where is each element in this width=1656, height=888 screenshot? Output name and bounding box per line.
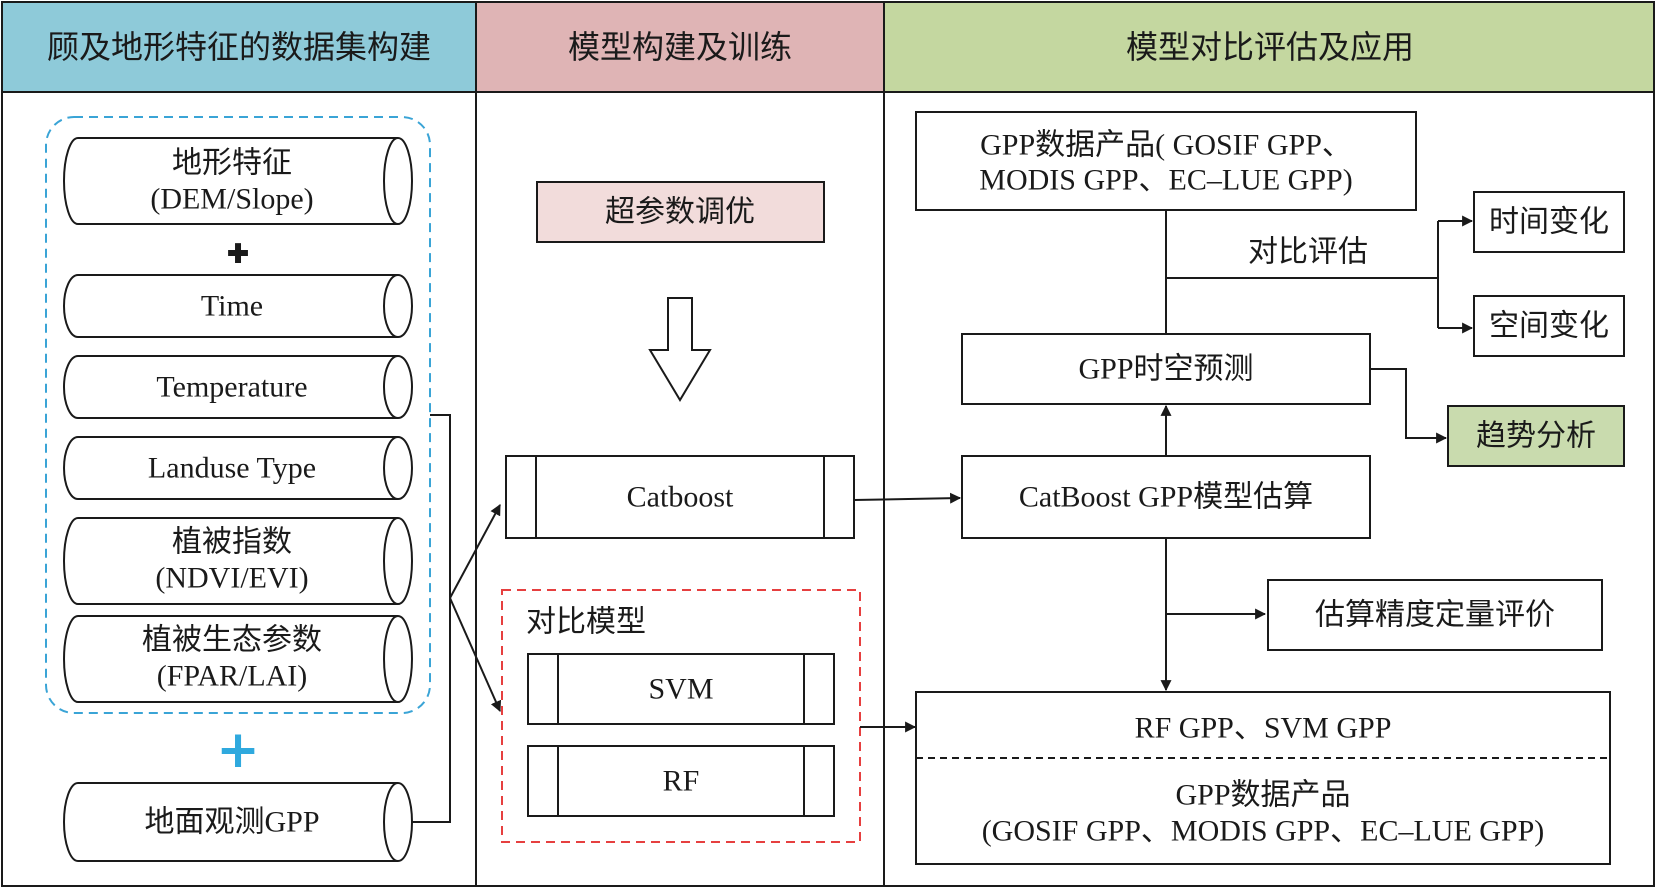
svg-text:地形特征: 地形特征 xyxy=(172,147,292,180)
svg-text:SVM: SVM xyxy=(648,673,713,706)
plus-icon: ✚ xyxy=(227,240,249,269)
hyperparam-tuning-box: 超参数调优 xyxy=(536,181,825,243)
cylinder-vegetation-index: 植被指数 (NDVI/EVI) xyxy=(63,517,413,605)
svg-text:GPP数据产品: GPP数据产品 xyxy=(1175,779,1350,812)
accuracy-eval-box: 估算精度定量评价 xyxy=(1267,579,1603,651)
gpp-prediction-box: GPP时空预测 xyxy=(961,333,1371,405)
svg-text:Temperature: Temperature xyxy=(156,371,307,404)
time-change-box: 时间变化 xyxy=(1473,191,1625,253)
svg-text:CatBoost GPP模型估算: CatBoost GPP模型估算 xyxy=(1019,481,1313,514)
svg-text:(NDVI/EVI): (NDVI/EVI) xyxy=(155,562,308,595)
cylinder-landuse: Landuse Type xyxy=(63,436,413,500)
cylinder-ground-gpp: 地面观测GPP xyxy=(63,782,413,862)
svg-text:(FPAR/LAI): (FPAR/LAI) xyxy=(157,660,308,693)
catboost-model-box: Catboost xyxy=(505,455,855,539)
down-arrow-icon xyxy=(648,297,712,402)
cylinder-eco-params: 植被生态参数 (FPAR/LAI) xyxy=(63,615,413,703)
column-header-model-training: 模型构建及训练 xyxy=(475,1,885,93)
svg-text:GPP时空预测: GPP时空预测 xyxy=(1078,353,1253,386)
cylinder-terrain: 地形特征 (DEM/Slope) xyxy=(63,137,413,225)
space-change-box: 空间变化 xyxy=(1473,295,1625,357)
trend-analysis-box: 趋势分析 xyxy=(1447,405,1625,467)
svg-text:Landuse Type: Landuse Type xyxy=(148,452,316,485)
trend-connector xyxy=(1370,368,1448,444)
comparison-models-title: 对比模型 xyxy=(526,606,646,639)
rf-model-box: RF xyxy=(527,745,835,817)
svg-text:RF GPP、SVM GPP: RF GPP、SVM GPP xyxy=(1135,712,1392,745)
svg-text:Time: Time xyxy=(201,290,263,323)
input-bracket-connector xyxy=(412,414,502,823)
comparison-output-box: RF GPP、SVM GPP GPP数据产品 (GOSIF GPP、MODIS … xyxy=(915,691,1611,865)
cylinder-time: Time xyxy=(63,274,413,338)
column-header-evaluation: 模型对比评估及应用 xyxy=(883,1,1655,93)
svg-text:MODIS GPP、EC–LUE GPP): MODIS GPP、EC–LUE GPP) xyxy=(979,164,1352,197)
comparison-connectors xyxy=(1165,210,1474,334)
column-bodies xyxy=(1,91,1655,887)
svg-text:(GOSIF GPP、MODIS GPP、EC–LUE GP: (GOSIF GPP、MODIS GPP、EC–LUE GPP) xyxy=(982,815,1545,848)
svg-text:RF: RF xyxy=(663,765,700,798)
column-title-evaluation: 模型对比评估及应用 xyxy=(1126,29,1414,65)
svg-text:趋势分析: 趋势分析 xyxy=(1476,420,1596,453)
column-title-model-training: 模型构建及训练 xyxy=(568,29,792,65)
comparison-models-group xyxy=(501,589,861,843)
svg-text:(DEM/Slope): (DEM/Slope) xyxy=(150,183,313,216)
compare-eval-label: 对比评估 xyxy=(1248,236,1368,269)
catboost-estimate-connectors xyxy=(1160,404,1267,692)
model-output-arrows xyxy=(853,492,962,733)
catboost-estimate-box: CatBoost GPP模型估算 xyxy=(961,455,1371,539)
plus-blue-icon: + xyxy=(216,720,260,780)
column-title-data-construction: 顾及地形特征的数据集构建 xyxy=(47,29,431,65)
svg-text:估算精度定量评价: 估算精度定量评价 xyxy=(1315,599,1555,632)
svg-text:植被指数: 植被指数 xyxy=(172,526,292,559)
svg-text:Catboost: Catboost xyxy=(627,481,734,514)
svm-model-box: SVM xyxy=(527,653,835,725)
input-feature-group xyxy=(45,116,431,714)
column-header-data-construction: 顾及地形特征的数据集构建 xyxy=(1,1,477,93)
svg-text:空间变化: 空间变化 xyxy=(1489,310,1609,343)
cylinder-temperature: Temperature xyxy=(63,355,413,419)
svg-text:植被生态参数: 植被生态参数 xyxy=(142,624,322,657)
gpp-products-box: GPP数据产品( GOSIF GPP、 MODIS GPP、EC–LUE GPP… xyxy=(915,111,1417,211)
svg-text:超参数调优: 超参数调优 xyxy=(605,196,755,229)
svg-text:地面观测GPP: 地面观测GPP xyxy=(144,806,319,839)
svg-text:时间变化: 时间变化 xyxy=(1489,206,1609,239)
svg-text:GPP数据产品( GOSIF GPP、: GPP数据产品( GOSIF GPP、 xyxy=(980,129,1352,162)
